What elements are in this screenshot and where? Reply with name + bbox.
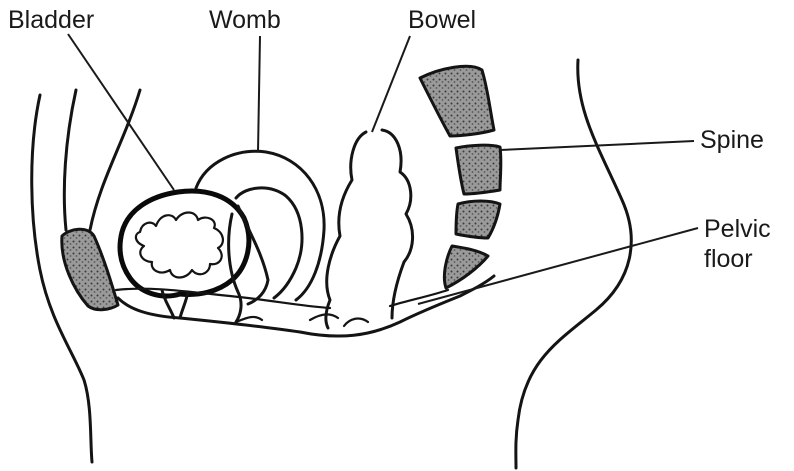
vertebra-2 <box>456 145 501 194</box>
bladder-label: Bladder <box>8 8 94 33</box>
bladder-pointer <box>68 34 174 190</box>
bowel-pointer <box>372 36 410 132</box>
pelvic-floor-detail <box>236 314 368 326</box>
vertebra-4 <box>444 246 488 288</box>
pelvic-floor-label-line1: Pelvic <box>704 217 771 242</box>
pubic-bone <box>62 229 118 309</box>
bowel-label: Bowel <box>408 8 476 33</box>
spine-label: Spine <box>700 128 764 153</box>
abdominal-wall-line <box>90 90 140 230</box>
pelvic-floor-label-line2: floor <box>704 247 753 272</box>
vertebra-3 <box>456 201 500 238</box>
front-inner-outline <box>64 90 76 230</box>
bladder-inner-lining <box>136 213 223 278</box>
womb-pointer <box>258 36 260 152</box>
back-body-outline <box>516 60 631 468</box>
vertebra-1 <box>420 66 494 136</box>
womb-label: Womb <box>209 8 281 33</box>
bowel-outline <box>326 130 413 328</box>
